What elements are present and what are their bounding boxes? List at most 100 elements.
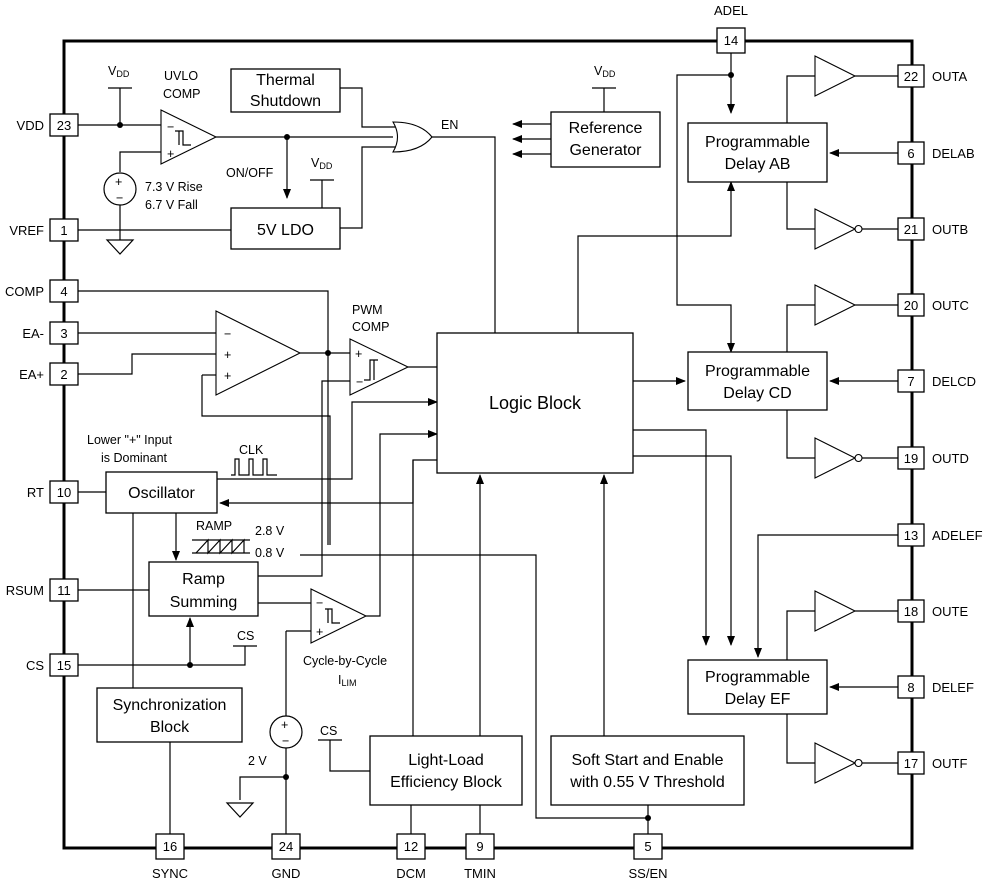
pin-delab: 6 DELAB (897, 141, 975, 165)
svg-text:Soft Start and Enable: Soft Start and Enable (571, 752, 723, 769)
svg-text:COMP: COMP (5, 284, 44, 299)
error-amplifier: − + + (215, 310, 302, 396)
pwm-comparator: + − (349, 338, 410, 396)
cycle-by-cycle-comparator: − + (310, 588, 368, 644)
svg-text:19: 19 (904, 451, 918, 466)
svg-text:+: + (281, 718, 288, 732)
svg-text:Programmable: Programmable (705, 669, 810, 686)
pin-outc: 20 OUTC (897, 293, 969, 317)
svg-text:Logic Block: Logic Block (489, 393, 582, 413)
light-load-block: Light-Load Efficiency Block (369, 735, 523, 806)
svg-text:+: + (316, 625, 323, 639)
svg-text:6.7 V Fall: 6.7 V Fall (145, 198, 198, 212)
svg-text:8: 8 (907, 680, 914, 695)
svg-text:Shutdown: Shutdown (250, 93, 321, 110)
svg-text:+: + (224, 348, 231, 362)
junction-dots (117, 72, 734, 821)
svg-text:−: − (116, 191, 123, 205)
svg-text:SS/EN: SS/EN (628, 866, 667, 881)
pin-ssen: 5 SS/EN (628, 833, 668, 881)
svg-text:2: 2 (60, 367, 67, 382)
svg-text:EA+: EA+ (19, 367, 44, 382)
svg-text:+: + (167, 147, 174, 161)
uvlo-comparator: − + (160, 109, 218, 165)
two-volt-source: + − (269, 715, 303, 749)
delay-cd-block: Programmable Delay CD (687, 351, 828, 411)
svg-text:Programmable: Programmable (705, 363, 810, 380)
svg-text:RSUM: RSUM (6, 583, 44, 598)
svg-text:20: 20 (904, 298, 918, 313)
svg-text:EN: EN (441, 118, 458, 132)
svg-text:RT: RT (27, 485, 44, 500)
svg-text:3: 3 (60, 326, 67, 341)
pin-vdd: 23 VDD (17, 113, 79, 137)
inverter-outf (814, 742, 863, 784)
delay-ab-block: Programmable Delay AB (687, 122, 828, 183)
reference-generator-block: Reference Generator (550, 111, 661, 168)
svg-text:10: 10 (57, 485, 71, 500)
svg-text:Reference: Reference (569, 120, 643, 137)
synchronization-block: Synchronization Block (96, 687, 243, 743)
thermal-shutdown-block: Thermal Shutdown (230, 68, 341, 113)
svg-text:VDD: VDD (594, 64, 616, 79)
svg-text:is Dominant: is Dominant (101, 451, 168, 465)
pin-ea-minus: 3 EA- (22, 321, 79, 345)
svg-text:0.8 V: 0.8 V (255, 546, 285, 560)
pin-adelef: 13 ADELEF (897, 523, 983, 547)
svg-text:Delay CD: Delay CD (723, 385, 791, 402)
svg-text:21: 21 (904, 222, 918, 237)
svg-text:SYNC: SYNC (152, 866, 188, 881)
svg-text:Block: Block (150, 719, 190, 736)
svg-text:13: 13 (904, 528, 918, 543)
pin-outf: 17 OUTF (897, 751, 967, 775)
svg-text:−: − (356, 375, 363, 389)
svg-text:COMP: COMP (163, 87, 201, 101)
svg-text:14: 14 (724, 33, 738, 48)
pin-rsum: 11 RSUM (6, 578, 79, 602)
svg-text:RAMP: RAMP (196, 519, 232, 533)
svg-text:12: 12 (404, 839, 418, 854)
svg-text:with 0.55 V Threshold: with 0.55 V Threshold (569, 774, 724, 791)
svg-text:OUTA: OUTA (932, 69, 967, 84)
pin-comp: 4 COMP (5, 279, 79, 303)
svg-text:7.3 V Rise: 7.3 V Rise (145, 180, 203, 194)
svg-text:COMP: COMP (352, 320, 390, 334)
svg-text:VDD: VDD (17, 118, 44, 133)
wires (78, 53, 898, 834)
pin-sync: 16 SYNC (152, 833, 188, 881)
ldo-block: 5V LDO (230, 207, 341, 250)
svg-text:16: 16 (163, 839, 177, 854)
uvlo-voltage-source: + − (103, 172, 137, 206)
svg-text:DELAB: DELAB (932, 146, 975, 161)
pin-delef: 8 DELEF (897, 675, 974, 699)
svg-text:2 V: 2 V (248, 754, 267, 768)
pin-rt: 10 RT (27, 480, 79, 504)
svg-text:2.8 V: 2.8 V (255, 524, 285, 538)
delay-ef-block: Programmable Delay EF (687, 659, 828, 715)
svg-text:OUTC: OUTC (932, 298, 969, 313)
svg-text:6: 6 (907, 146, 914, 161)
svg-text:15: 15 (57, 658, 71, 673)
svg-text:−: − (282, 734, 289, 748)
svg-text:5V LDO: 5V LDO (257, 222, 314, 239)
inverter-outd (814, 437, 863, 479)
svg-text:7: 7 (907, 374, 914, 389)
svg-text:+: + (115, 175, 122, 189)
pin-dcm: 12 DCM (396, 833, 426, 881)
svg-text:Summing: Summing (170, 594, 238, 611)
svg-text:CS: CS (237, 629, 254, 643)
or-gate (392, 121, 433, 153)
svg-text:23: 23 (57, 118, 71, 133)
svg-text:11: 11 (57, 583, 71, 598)
svg-text:Delay EF: Delay EF (725, 691, 791, 708)
pin-outa: 22 OUTA (897, 64, 967, 88)
svg-text:5: 5 (644, 839, 651, 854)
svg-text:1: 1 (60, 223, 67, 238)
svg-text:CS: CS (26, 658, 44, 673)
svg-text:PWM: PWM (352, 303, 383, 317)
soft-start-block: Soft Start and Enable with 0.55 V Thresh… (550, 735, 745, 806)
svg-text:18: 18 (904, 604, 918, 619)
svg-text:CS: CS (320, 724, 337, 738)
svg-text:GND: GND (272, 866, 301, 881)
